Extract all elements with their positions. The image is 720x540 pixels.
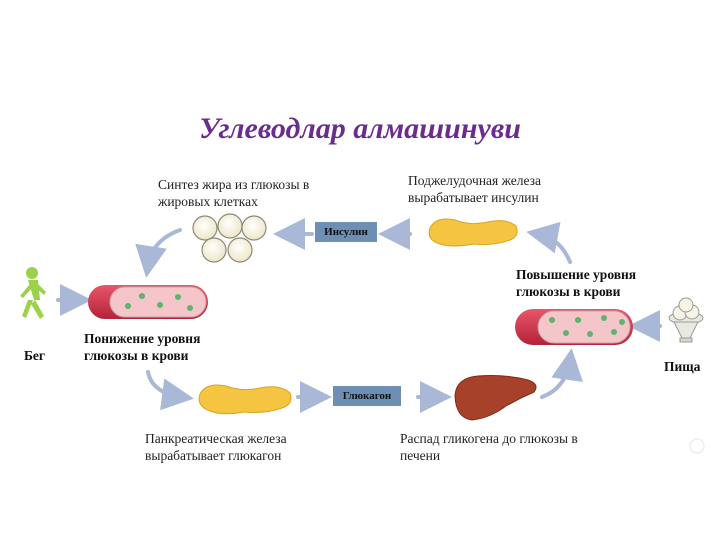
arrow-increase-to-pancreas xyxy=(526,221,572,264)
caption-run: Бег xyxy=(24,348,46,363)
caption-glycogen-breakdown: Распад гликогена до глюкозы в печени xyxy=(400,431,578,463)
caption-fat-synthesis: Синтез жира из глюкозы в жировых клетках xyxy=(158,177,310,209)
caption-glucose-increase: Повышение уровня глюкозы в крови xyxy=(516,267,637,299)
fat-cells-icon xyxy=(192,213,267,263)
glucagon-label-box: Глюкагон xyxy=(333,386,401,406)
diagram-title: Углеводлар алмашинуви xyxy=(199,112,521,145)
arrow-liver-to-increase xyxy=(540,348,584,399)
arrows xyxy=(56,218,662,413)
blood-vessel-left-icon xyxy=(88,285,208,319)
food-icon xyxy=(668,297,704,343)
caption-pancreas-glucagon: Панкреатическая железа вырабатывает глюк… xyxy=(145,431,287,463)
insulin-label-box: Инсулин xyxy=(315,222,377,242)
blood-vessel-right-icon xyxy=(515,309,633,345)
caption-glucose-decrease: Понижение уровня глюкозы в крови xyxy=(84,331,201,363)
decorative-circle-icon xyxy=(689,438,705,454)
arrow-fat-to-decrease xyxy=(135,228,182,278)
arrow-decrease-to-pancreas xyxy=(146,370,194,411)
caption-food: Пища xyxy=(664,359,701,374)
pancreas-top-icon xyxy=(428,218,518,247)
pancreas-bottom-icon xyxy=(198,384,292,415)
caption-pancreas-insulin: Поджелудочная железа вырабатывает инсули… xyxy=(408,173,541,205)
liver-icon xyxy=(454,375,537,421)
runner-icon xyxy=(20,267,46,319)
